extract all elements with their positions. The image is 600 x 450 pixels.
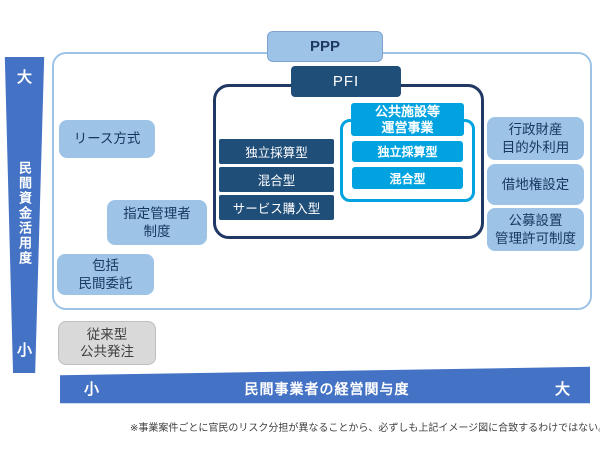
box-label: 独立採算型	[245, 146, 308, 160]
y-axis-top-label: 大	[16, 69, 32, 86]
box-conventional-public-ordering: 従来型 公共発注	[58, 321, 156, 365]
box-public-offering-management-permit: 公募設置 管理許可制度	[487, 208, 584, 251]
box-label: リース方式	[73, 131, 141, 147]
footnote: ※事業案件ごとに官民のリスク分担が異なることから、必ずしも上記イメージ図に合致す…	[130, 423, 600, 434]
box-label-line: 管理許可制度	[495, 230, 576, 246]
box-label-line: 民間委託	[78, 275, 133, 291]
box-label-line: 包括	[92, 258, 119, 274]
box-label-line: 公募設置	[508, 213, 563, 229]
box-label-line: 行政財産	[508, 122, 563, 138]
box-comprehensive-private-outsourcing: 包括 民間委託	[57, 254, 154, 295]
box-concession-title: 公共施設等 運営事業	[351, 103, 464, 136]
box-pfi-independent-profit: 独立採算型	[219, 139, 334, 164]
ppp-label: PPP	[309, 38, 340, 55]
box-designated-manager-system: 指定管理者 制度	[107, 200, 207, 245]
box-label-line: 目的外利用	[501, 139, 570, 155]
box-lease-scheme: リース方式	[59, 120, 155, 158]
box-label: 混合型	[389, 171, 426, 186]
pfi-label: PFI	[332, 73, 360, 90]
box-pfi-mixed: 混合型	[219, 167, 334, 192]
pfi-box: PFI	[291, 66, 401, 97]
box-label: サービス購入型	[232, 202, 321, 216]
box-concession-mixed: 混合型	[352, 167, 463, 189]
box-label-line: 従来型	[86, 326, 128, 342]
box-label: 独立採算型	[377, 145, 438, 159]
ppp-box: PPP	[267, 31, 383, 62]
box-label-line: 運営事業	[381, 119, 434, 135]
x-axis-right-label: 大	[554, 381, 570, 398]
box-label: 混合型	[257, 174, 296, 188]
y-axis-wedge-private-funding: 大 民間資金活用度 小	[4, 57, 45, 373]
box-pfi-service-purchase: サービス購入型	[219, 195, 334, 220]
box-label-line: 公共発注	[80, 344, 134, 359]
box-label-line: 制度	[143, 223, 171, 239]
box-label-line: 公共施設等	[374, 103, 440, 119]
x-axis-wedge-management-involvement: 小 民間事業者の経営関与度 大	[60, 366, 590, 404]
y-axis-label: 民間資金活用度	[17, 160, 32, 266]
box-label-line: 指定管理者	[123, 206, 191, 222]
x-axis-label: 民間事業者の経営関与度	[244, 380, 410, 397]
x-axis-left-label: 小	[84, 381, 100, 398]
box-concession-independent-profit: 独立採算型	[352, 141, 463, 162]
box-label: 借地権設定	[501, 176, 570, 192]
y-axis-bottom-label: 小	[16, 342, 32, 359]
box-leasehold-right-setting: 借地権設定	[487, 164, 584, 205]
box-administrative-property-use: 行政財産 目的外利用	[487, 117, 584, 160]
